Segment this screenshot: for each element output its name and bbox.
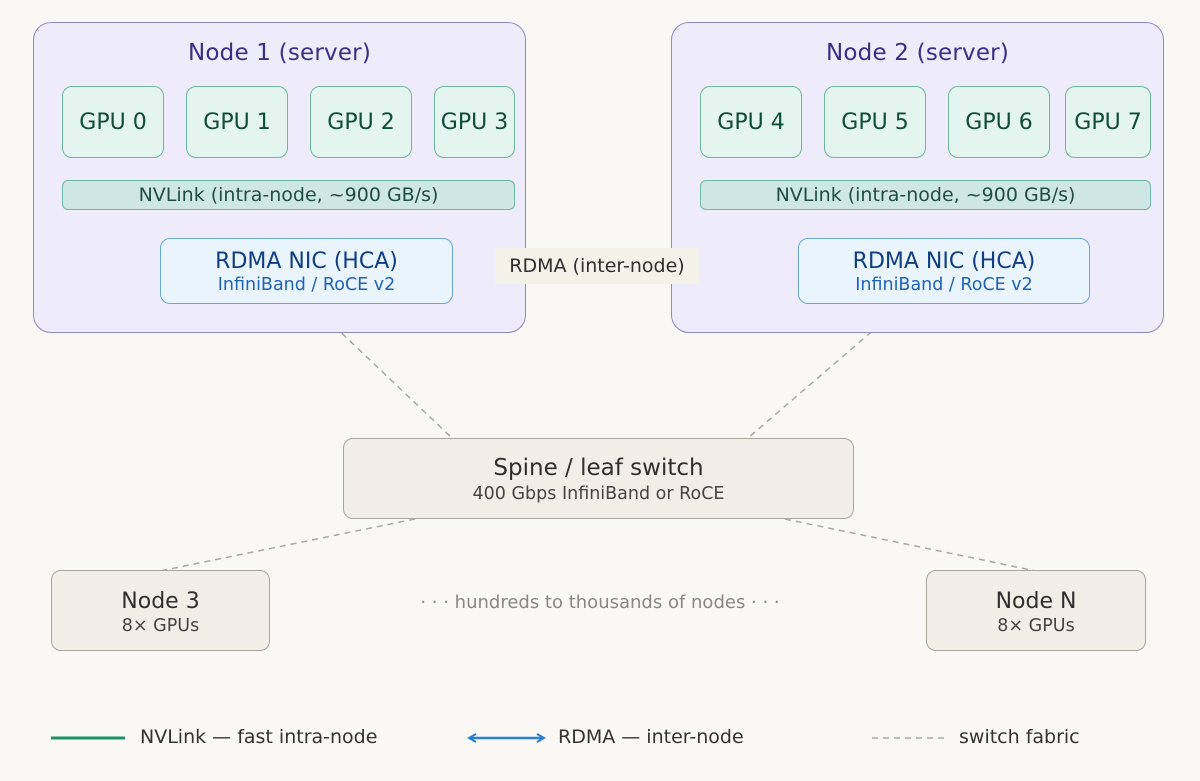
switch-subtitle: 400 Gbps InfiniBand or RoCE	[472, 484, 725, 504]
spine-leaf-switch: Spine / leaf switch 400 Gbps InfiniBand …	[343, 438, 854, 519]
node1-nic-subtitle: InfiniBand / RoCE v2	[217, 275, 396, 295]
node3-subtitle: 8× GPUs	[121, 616, 200, 636]
switch-title: Spine / leaf switch	[493, 455, 704, 481]
gpu-3: GPU 3	[434, 86, 515, 158]
node2-title: Node 2 (server)	[825, 40, 1010, 66]
node2-rdma-nic: RDMA NIC (HCA) InfiniBand / RoCE v2	[798, 238, 1090, 304]
gpu-7: GPU 7	[1065, 86, 1151, 158]
fabric-line-switch-nodeN	[784, 518, 1037, 572]
node2-nic-subtitle: InfiniBand / RoCE v2	[855, 275, 1033, 295]
node1-rdma-nic: RDMA NIC (HCA) InfiniBand / RoCE v2	[160, 238, 453, 304]
node1-nvlink-bar: NVLink (intra-node, ~900 GB/s)	[62, 180, 515, 210]
hundreds-of-nodes-text: · · · hundreds to thousands of nodes · ·…	[420, 592, 780, 613]
gpu-5: GPU 5	[824, 86, 926, 158]
nodeN-subtitle: 8× GPUs	[997, 616, 1075, 636]
gpu-2: GPU 2	[310, 86, 412, 158]
node1-title: Node 1 (server)	[187, 40, 372, 66]
rdma-link-label: RDMA (inter-node)	[495, 248, 699, 284]
nodeN-box: Node N 8× GPUs	[926, 570, 1146, 651]
node3-box: Node 3 8× GPUs	[51, 570, 270, 651]
legend-fabric-label: switch fabric	[959, 726, 1080, 748]
fabric-line-switch-node3	[159, 518, 416, 572]
node3-title: Node 3	[121, 589, 200, 614]
legend-swatches	[51, 720, 944, 760]
gpu-0: GPU 0	[62, 86, 164, 158]
node1-nic-title: RDMA NIC (HCA)	[215, 249, 398, 274]
legend-nvlink-label: NVLink — fast intra-node	[140, 726, 378, 748]
nodeN-title: Node N	[995, 589, 1077, 614]
gpu-1: GPU 1	[186, 86, 288, 158]
gpu-4: GPU 4	[700, 86, 802, 158]
legend-rdma-label: RDMA — inter-node	[558, 726, 744, 748]
node2-nic-title: RDMA NIC (HCA)	[852, 249, 1036, 274]
gpu-6: GPU 6	[948, 86, 1050, 158]
node2-nvlink-bar: NVLink (intra-node, ~900 GB/s)	[700, 180, 1151, 210]
